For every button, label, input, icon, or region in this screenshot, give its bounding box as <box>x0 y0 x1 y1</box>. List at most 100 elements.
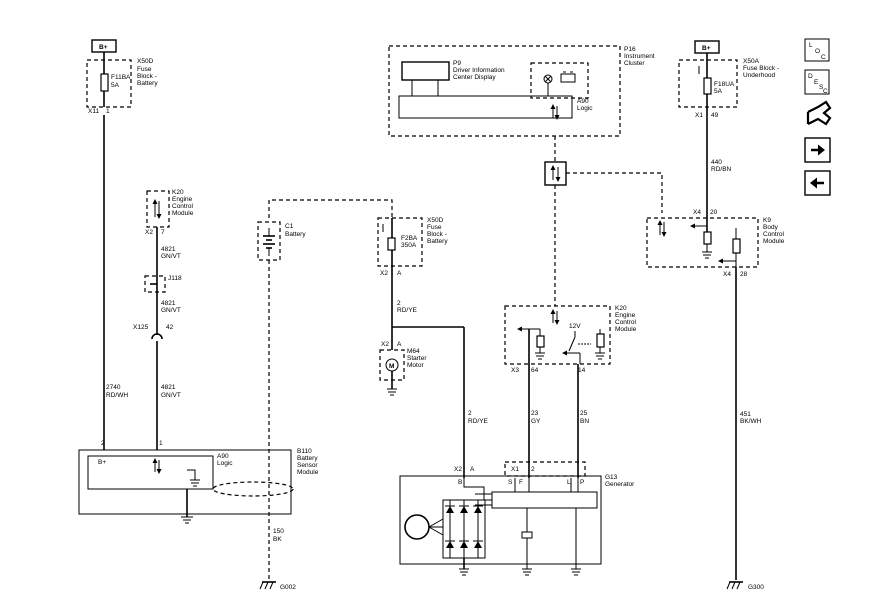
fuse-f11ba-icon <box>100 73 109 92</box>
ecm-top-name: Engine <box>172 196 193 203</box>
description-view-button[interactable]: D E S C <box>804 69 830 95</box>
wire-circuit: 440 <box>711 159 722 166</box>
bplus-right-label: B+ <box>702 45 711 52</box>
ground-icon <box>459 568 469 576</box>
loc-letter: O <box>815 48 820 55</box>
ground-icon <box>702 251 712 259</box>
wire-color: BK/WH <box>740 418 762 425</box>
wire-color: RD/WH <box>106 392 128 399</box>
battery-warning-icon <box>560 71 576 83</box>
fuse-block-connector-label: X50A <box>743 58 760 65</box>
pin-label: 42 <box>166 324 174 331</box>
bcm-name: Control <box>763 231 785 238</box>
wire-color: GN/VT <box>161 307 181 314</box>
wire-color: BN <box>580 418 589 425</box>
wire-circuit: 25 <box>580 410 588 417</box>
current-sensor-oval <box>212 481 294 497</box>
pin-label: A <box>397 341 402 348</box>
pin-label: A <box>470 466 475 473</box>
ecm-top-name: Module <box>172 210 194 217</box>
connector-label: X2 <box>454 466 462 473</box>
terminal-label: P <box>580 479 584 486</box>
dic-display-icon <box>401 61 450 81</box>
display-name: Center Display <box>453 74 496 81</box>
wire-color: RD/YE <box>468 418 489 425</box>
fuse-rating: 350A <box>401 242 417 249</box>
indicator-lamp-icon <box>543 74 553 96</box>
previous-page-button[interactable] <box>804 170 831 196</box>
splice-j118 <box>144 275 166 293</box>
bsm-terminal: B+ <box>98 459 106 466</box>
rectifier-bridge-icon <box>442 499 486 559</box>
connector-label: X4 <box>693 209 701 216</box>
pin-label: A <box>397 270 402 277</box>
desc-letter: C <box>823 88 828 95</box>
pin-label: 14 <box>578 367 586 374</box>
ecm-top-name: Control <box>172 203 194 210</box>
ecm-mid-id: K20 <box>615 305 627 312</box>
pin-label: 2 <box>531 466 535 473</box>
ecm-top-id: K20 <box>172 189 184 196</box>
bplus-left-terminal: B+ <box>91 39 117 53</box>
ground-icon <box>522 568 532 576</box>
voltage-regulator-box <box>491 491 598 509</box>
pin-label: 49 <box>711 112 719 119</box>
cluster-id: P16 <box>624 46 636 53</box>
pin-label: 64 <box>531 367 539 374</box>
bcm-name: Module <box>763 238 785 245</box>
pin-label: 20 <box>710 209 718 216</box>
wire-color: GN/VT <box>161 392 181 399</box>
bsm-logic-id: A90 <box>217 453 229 460</box>
location-view-button[interactable]: L O C <box>804 38 830 62</box>
bsm-name: Sensor <box>297 462 318 469</box>
wire-color: RD/BN <box>711 166 732 173</box>
instrument-cluster-box <box>388 45 621 137</box>
ecm-mid-name: Module <box>615 326 637 333</box>
bidirectional-arrow-icon <box>657 220 667 237</box>
bidirectional-arrow-icon <box>550 165 561 182</box>
fuse-block-name-line: Block - <box>137 73 157 80</box>
splice-id: J118 <box>168 275 182 282</box>
bsm-logic-box <box>87 455 214 490</box>
wire-color: BK <box>273 536 282 543</box>
display-id: P9 <box>453 60 461 67</box>
bsm-id: B110 <box>297 448 312 455</box>
fuse-id: F18UA <box>714 81 735 88</box>
ground-icon <box>595 352 605 360</box>
ecm-top-box <box>146 190 170 228</box>
ground-icon <box>181 516 193 524</box>
fuse-block-name-line: Underhood <box>743 72 776 79</box>
connector-view-button[interactable] <box>806 100 832 126</box>
desc-letter: D <box>808 73 813 80</box>
fuse-id: F2BA <box>401 235 418 242</box>
pin-label: 28 <box>740 271 748 278</box>
ground-g300-icon <box>726 581 743 590</box>
fuse-f18ua-icon <box>703 77 712 95</box>
fuse-block-name-line: Battery <box>137 80 158 87</box>
connector-label: X1 <box>695 112 703 119</box>
wire-circuit: 2 <box>468 410 472 417</box>
desc-letter: E <box>814 79 819 86</box>
connector-label: X3 <box>511 367 519 374</box>
fuse-block-name-line: Fuse Block - <box>743 65 779 72</box>
wire-circuit: 2740 <box>106 384 121 391</box>
connector-label: X125 <box>133 324 149 331</box>
pin-label: 1 <box>106 108 110 115</box>
terminal-label: S <box>508 479 513 486</box>
next-page-button[interactable] <box>804 137 831 163</box>
ground-g002-icon <box>259 581 276 590</box>
loc-letter: L <box>809 42 813 49</box>
starter-name: Starter <box>407 355 427 362</box>
terminal-label: F <box>519 479 523 486</box>
cluster-name: Cluster <box>624 60 645 67</box>
bcm-name: Body <box>763 224 779 231</box>
ecm-mid-box <box>504 305 611 365</box>
fuse-f2ba-icon <box>387 237 396 251</box>
motor-symbol: M <box>389 363 394 370</box>
ground-label: G002 <box>280 584 296 591</box>
field-coil-icon <box>521 531 533 539</box>
pin-label: 7 <box>161 229 165 236</box>
starter-id: M64 <box>407 348 420 355</box>
pin-label: 1 <box>159 440 163 447</box>
